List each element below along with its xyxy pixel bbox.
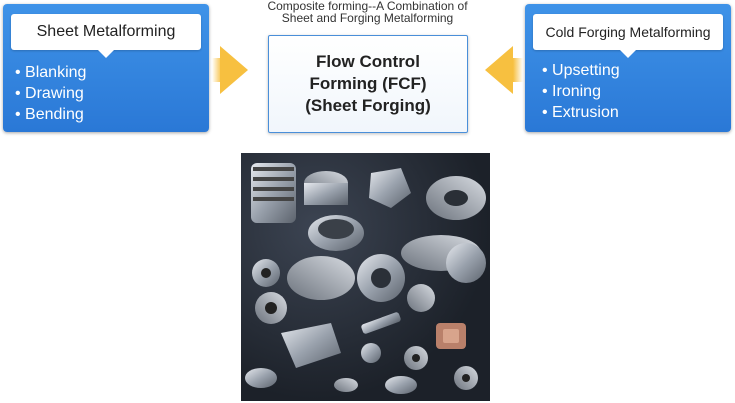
arrow-left-icon [485,46,513,94]
cold-forging-title: Cold Forging Metalforming [533,14,723,50]
arrow-left-tail [513,58,523,82]
list-item: Ironing [542,81,620,102]
metal-parts-illustration [241,153,490,401]
sheet-metalforming-panel: Sheet Metalforming Blanking Drawing Bend… [3,4,209,132]
arrow-right-icon [220,46,248,94]
composite-forming-caption: Composite forming--A Combination of Shee… [230,0,505,24]
sheet-metalforming-list: Blanking Drawing Bending [15,62,86,125]
list-item: Extrusion [542,102,620,123]
list-item: Drawing [15,83,86,104]
list-item: Upsetting [542,60,620,81]
list-item: Bending [15,104,86,125]
list-item: Blanking [15,62,86,83]
cold-forging-list: Upsetting Ironing Extrusion [542,60,620,123]
flow-control-forming-label: Flow Control Forming (FCF) (Sheet Forgin… [305,51,431,117]
metal-parts-photo [241,153,490,401]
flow-control-forming-box: Flow Control Forming (FCF) (Sheet Forgin… [268,35,468,133]
sheet-metalforming-title: Sheet Metalforming [11,14,201,50]
cold-forging-panel: Cold Forging Metalforming Upsetting Iron… [525,4,731,132]
